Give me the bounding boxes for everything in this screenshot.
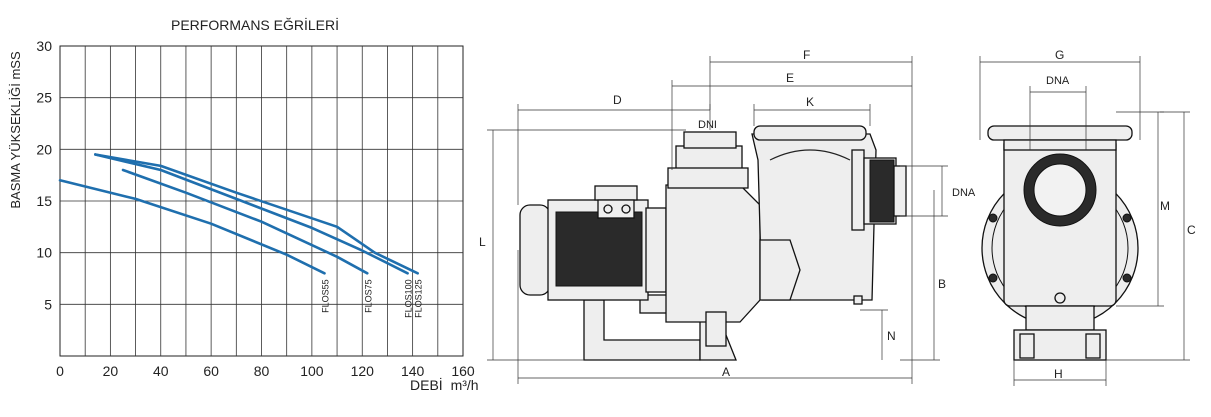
- dim-label-l: L: [479, 235, 486, 249]
- dim-label-dni: DNI: [698, 119, 717, 131]
- y-tick-label: 20: [36, 141, 52, 157]
- chart-gridlines: [60, 46, 463, 356]
- x-axis-label-text: DEBİ: [410, 376, 443, 393]
- dim-label-dna-front: DNA: [1046, 75, 1070, 87]
- y-tick-label: 30: [36, 38, 52, 54]
- x-tick-label: 120: [351, 363, 375, 379]
- x-tick-label: 100: [300, 363, 324, 379]
- series-label-flos75: FLOS75: [363, 279, 373, 313]
- x-tick-label: 80: [254, 363, 270, 379]
- dim-label-h: H: [1054, 367, 1063, 381]
- pump-front-view: [981, 125, 1139, 361]
- performance-chart: PERFORMANS EĞRİLERİ 0 20 40 60 80 100 120 140 16…: [8, 16, 479, 393]
- dim-label-f: F: [803, 48, 810, 62]
- series-line-flos75: [121, 168, 369, 275]
- x-axis-unit: m³/h: [451, 377, 479, 393]
- x-tick-label: 60: [203, 363, 219, 379]
- y-tick-label: 5: [44, 296, 52, 312]
- x-tick-label: 40: [153, 363, 169, 379]
- dim-label-dna-side: DNA: [952, 187, 976, 199]
- chart-series: [58, 153, 420, 275]
- x-tick-label: 160: [451, 363, 475, 379]
- y-tick-label: 15: [36, 193, 52, 209]
- y-tick-label: 10: [36, 245, 52, 261]
- side-view-dimensions: A L D DNI E F K DNA B: [479, 48, 976, 384]
- dim-label-b: B: [938, 277, 946, 291]
- x-axis-label: DEBİ m³/h: [410, 376, 479, 393]
- chart-y-ticks: 5 10 15 20 25 30: [36, 38, 52, 312]
- dim-label-n: N: [887, 329, 896, 343]
- dim-label-g: G: [1055, 48, 1064, 62]
- pump-side-view: [519, 125, 907, 361]
- series-line-flos100: [94, 153, 409, 275]
- x-tick-label: 140: [401, 363, 425, 379]
- dim-label-d: D: [613, 93, 622, 107]
- dim-label-e: E: [786, 71, 794, 85]
- dim-label-a: A: [722, 365, 730, 379]
- y-tick-label: 25: [36, 90, 52, 106]
- dim-label-c: C: [1187, 223, 1196, 237]
- series-label-flos100: FLOS100: [404, 279, 414, 318]
- series-line-flos125: [94, 153, 420, 275]
- y-axis-label: BASMA YÜKSEKLİĞİ mSS: [8, 51, 23, 209]
- dim-label-k: K: [806, 95, 814, 109]
- series-label-flos125: FLOS125: [414, 279, 424, 318]
- chart-title: PERFORMANS EĞRİLERİ: [171, 16, 339, 33]
- chart-x-ticks: 0 20 40 60 80 100 120 140 160: [56, 363, 475, 379]
- dim-label-m: M: [1160, 199, 1170, 213]
- x-tick-label: 0: [56, 363, 64, 379]
- series-label-flos55: FLOS55: [320, 279, 330, 313]
- x-tick-label: 20: [103, 363, 119, 379]
- series-line-flos55: [58, 179, 326, 275]
- front-view-dimensions: G DNA M C H: [979, 48, 1196, 386]
